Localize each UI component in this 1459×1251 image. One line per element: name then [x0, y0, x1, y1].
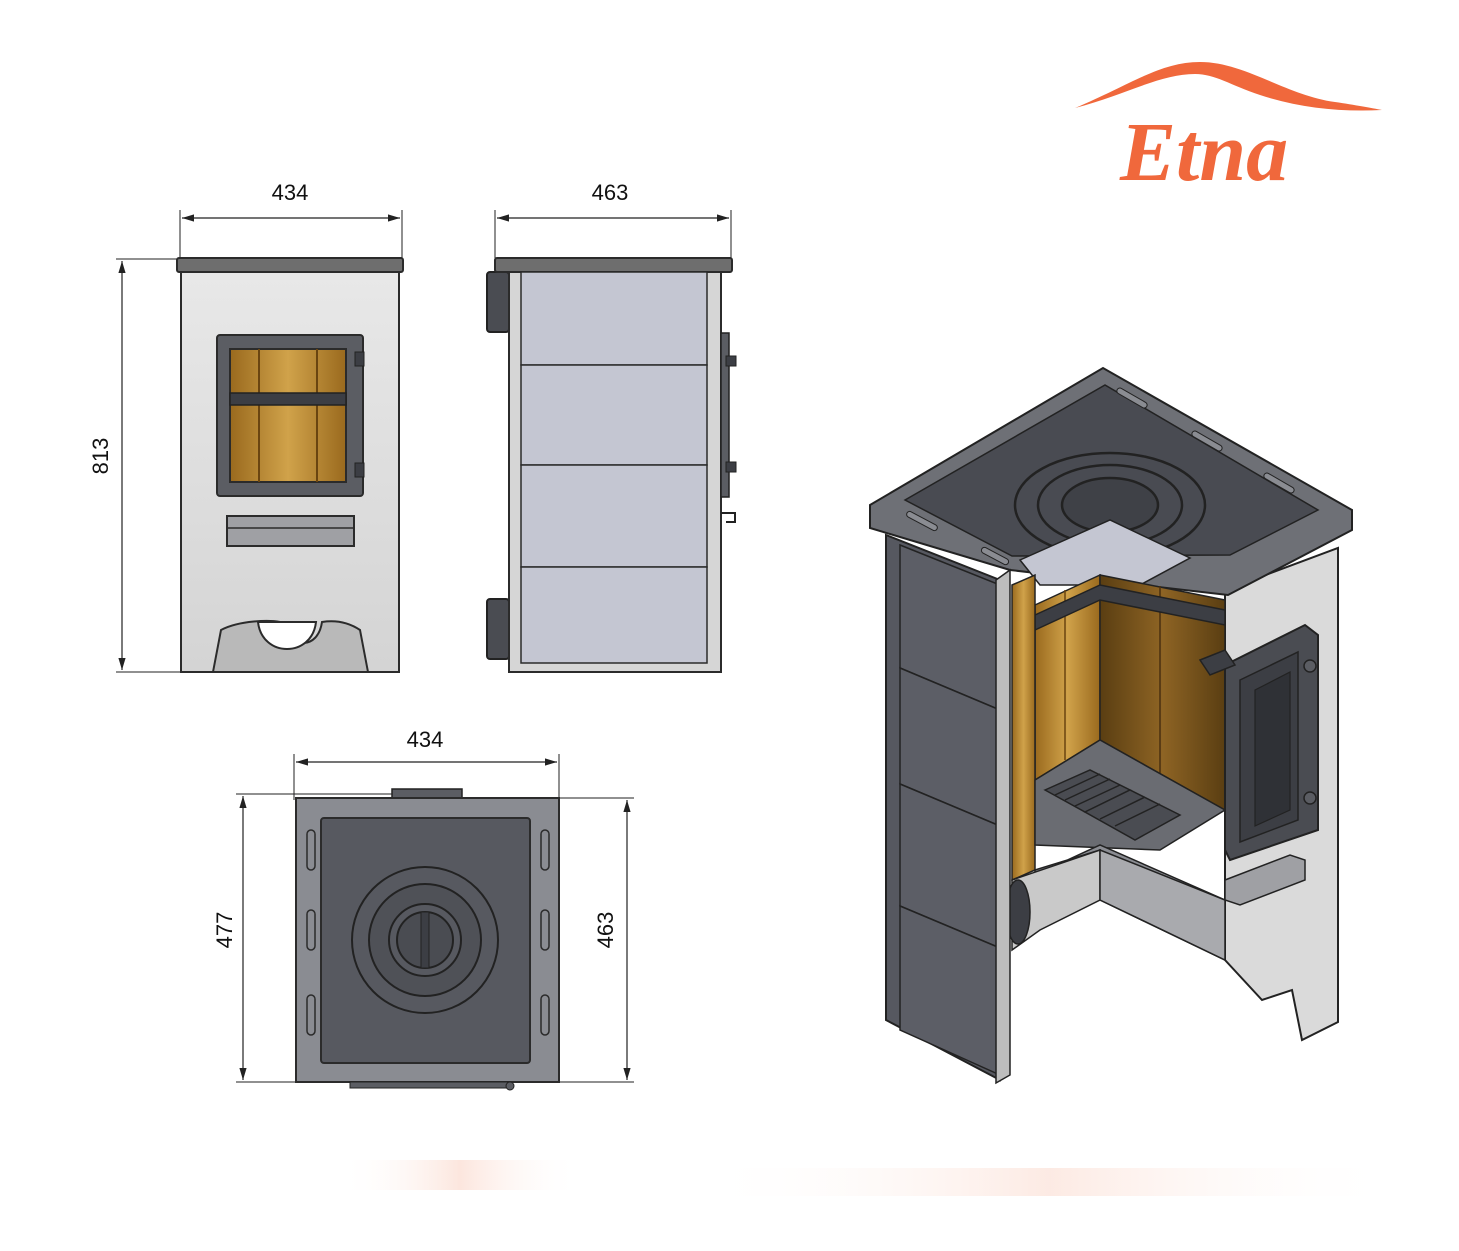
- top-depth-right-label: 463: [593, 912, 618, 949]
- top-hob-handle: [420, 911, 430, 969]
- front-ash-drawer: [226, 515, 355, 547]
- side-tile-4: [520, 566, 708, 664]
- front-view: 434 813: [88, 180, 404, 673]
- iso-cut-top-plate: [1018, 519, 1192, 586]
- front-width-label: 434: [272, 180, 309, 205]
- side-flue-bottom: [486, 598, 510, 660]
- top-width-label: 434: [407, 727, 444, 752]
- isometric-cutaway-view: [869, 366, 1353, 1085]
- reflection-glow-left: [340, 1160, 580, 1190]
- etna-logo: Etna: [1075, 62, 1382, 199]
- front-top-plate: [176, 257, 404, 273]
- top-depth-left-label: 477: [212, 912, 237, 949]
- front-grate-bar: [229, 392, 347, 406]
- front-door-window: [229, 348, 347, 483]
- reflection-glow-right: [700, 1168, 1400, 1196]
- side-top-plate: [494, 257, 733, 273]
- logo-wordmark: Etna: [1119, 106, 1288, 199]
- side-tile-1: [520, 271, 708, 366]
- side-view: 463: [486, 180, 737, 673]
- top-view: 434 477 463: [212, 727, 634, 1091]
- side-door-profile: [720, 332, 730, 498]
- side-tile-3: [520, 464, 708, 568]
- side-tile-2: [520, 364, 708, 466]
- front-height-label: 813: [88, 438, 113, 475]
- side-flue-top: [486, 271, 510, 333]
- iso-grate: [1043, 769, 1182, 841]
- side-depth-label: 463: [592, 180, 629, 205]
- front-door-hinge-bottom: [354, 462, 365, 478]
- logo-swoosh: [1075, 62, 1382, 111]
- iso-ash-drawer: [1224, 854, 1306, 906]
- front-door-hinge-top: [354, 351, 365, 367]
